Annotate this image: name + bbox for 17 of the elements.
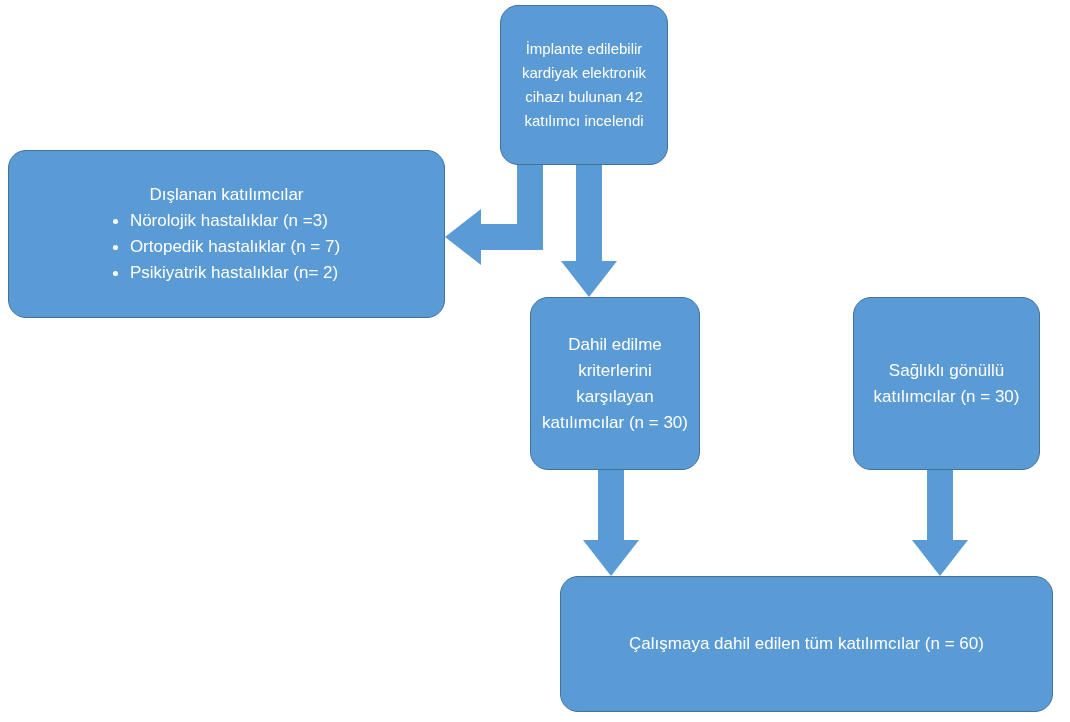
list-item: Ortopedik hastalıklar (n = 7) [129, 236, 341, 258]
block-arrow [445, 165, 543, 265]
process-box [530, 297, 700, 470]
box-text: Sağlıklı gönüllü katılımcılar (n = 30) [872, 359, 1021, 408]
process-box [853, 297, 1040, 470]
block-arrow [561, 165, 617, 297]
process-box [560, 576, 1053, 712]
process-box [8, 150, 445, 318]
box-heading: Dışlanan katılımcılar [149, 184, 304, 206]
block-arrow [912, 470, 968, 576]
box-text: Çalışmaya dahil edilen tüm katılımcılar (n = 60) [629, 633, 984, 655]
block-arrow [583, 470, 639, 576]
list-item: Psikiyatrik hastalıklar (n= 2) [129, 262, 339, 284]
list-item: Nörolojik hastalıklar (n =3) [129, 210, 328, 232]
box-text: İmplante edilebilir kardiyak elektronik cihazı bulunan 42 katılımcı incelendi [520, 39, 648, 131]
process-box [500, 5, 668, 165]
box-text: Dahil edilme kriterlerini karşılayan katılımcılar (n = 30) [541, 333, 689, 434]
